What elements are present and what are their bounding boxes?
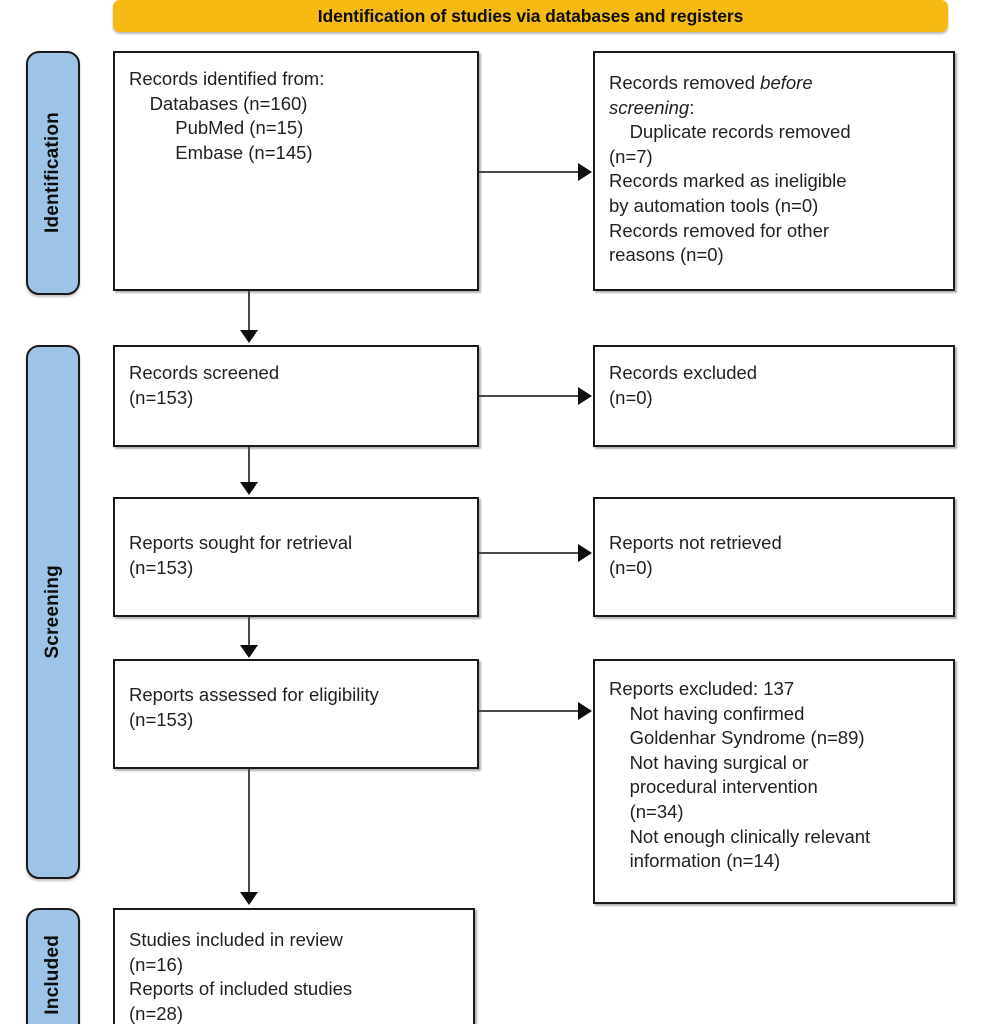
box-reports-assessed-for-eligibility: Reports assessed for eligibility (n=153) bbox=[113, 659, 479, 769]
box-reports-excluded-reasons: Reports excluded: 137 Not having confirm… bbox=[593, 659, 955, 904]
connector-sought-to-assessed-arrowhead bbox=[240, 645, 258, 658]
removed-line2-rest: : bbox=[689, 96, 695, 118]
connector-identified-to-removed-arrowhead bbox=[578, 163, 592, 181]
box-records-identified: Records identified from: Databases (n=16… bbox=[113, 51, 479, 291]
banner-title: Identification of studies via databases … bbox=[317, 5, 744, 26]
box-records-identified-text: Records identified from: Databases (n=16… bbox=[129, 68, 325, 163]
connector-screened-to-sought-arrowhead bbox=[240, 482, 258, 495]
removed-line1: Records removed bbox=[609, 72, 761, 93]
box-reports-not-retrieved-text: Reports not retrieved (n=0) bbox=[609, 532, 782, 578]
box-studies-included-text: Studies included in review (n=16) Report… bbox=[129, 929, 353, 1024]
stage-label-included-text: Included bbox=[42, 935, 63, 1015]
box-reports-excluded-reasons-text: Reports excluded: 137 Not having confirm… bbox=[609, 678, 871, 872]
box-records-screened-text: Records screened (n=153) bbox=[129, 362, 280, 408]
stage-label-screening-text: Screening bbox=[42, 565, 63, 659]
connector-sought-to-assessed-line bbox=[248, 617, 250, 646]
connector-screened-to-excluded-line bbox=[479, 395, 579, 397]
connector-identified-to-removed-line bbox=[479, 171, 579, 173]
box-studies-included: Studies included in review (n=16) Report… bbox=[113, 908, 475, 1024]
box-reports-sought-for-retrieval: Reports sought for retrieval (n=153) bbox=[113, 497, 479, 617]
stage-label-identification-text: Identification bbox=[42, 112, 63, 234]
box-reports-sought-text: Reports sought for retrieval (n=153) bbox=[129, 532, 353, 578]
stage-label-included: Included bbox=[26, 908, 80, 1024]
connector-identified-to-screened-line bbox=[248, 291, 250, 331]
box-reports-not-retrieved: Reports not retrieved (n=0) bbox=[593, 497, 955, 617]
box-records-screened: Records screened (n=153) bbox=[113, 345, 479, 447]
connector-sought-to-not-retrieved-line bbox=[479, 552, 579, 554]
box-reports-assessed-text: Reports assessed for eligibility (n=153) bbox=[129, 684, 379, 730]
connector-sought-to-not-retrieved-arrowhead bbox=[578, 544, 592, 562]
connector-assessed-to-included-arrowhead bbox=[240, 892, 258, 905]
connector-identified-to-screened-arrowhead bbox=[240, 330, 258, 343]
connector-assessed-to-reports-excluded-line bbox=[479, 710, 579, 712]
box-records-removed-heading: Records removed before screening: bbox=[609, 71, 941, 120]
header-banner: Identification of studies via databases … bbox=[113, 0, 948, 32]
connector-screened-to-excluded-arrowhead bbox=[578, 387, 592, 405]
box-records-excluded: Records excluded (n=0) bbox=[593, 345, 955, 447]
box-records-removed-before-screening: Records removed before screening: Duplica… bbox=[593, 51, 955, 291]
box-records-excluded-text: Records excluded (n=0) bbox=[609, 362, 758, 408]
connector-assessed-to-included-line bbox=[248, 769, 250, 893]
removed-line2-italic: screening bbox=[609, 96, 690, 118]
connector-assessed-to-reports-excluded-arrowhead bbox=[578, 702, 592, 720]
box-records-removed-body: Duplicate records removed (n=7) Records … bbox=[609, 121, 851, 266]
stage-label-identification: Identification bbox=[26, 51, 80, 295]
stage-label-screening: Screening bbox=[26, 345, 80, 879]
connector-screened-to-sought-line bbox=[248, 447, 250, 483]
removed-line1-italic: before bbox=[760, 72, 813, 93]
